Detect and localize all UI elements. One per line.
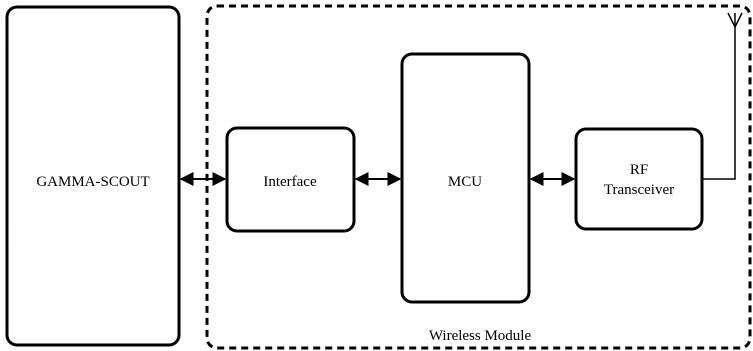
rf-label-line2: Transceiver — [604, 182, 674, 198]
mcu-block: MCU — [400, 52, 531, 304]
gamma-scout-block: GAMMA-SCOUT — [5, 5, 181, 347]
rf-label-line1: RF — [630, 162, 648, 178]
antenna-icon — [702, 12, 743, 180]
interface-block: Interface — [225, 126, 356, 233]
mcu-label: MCU — [448, 174, 482, 190]
wireless-module-label: Wireless Module — [429, 328, 532, 344]
gamma-scout-label: GAMMA-SCOUT — [36, 174, 149, 190]
rf-transceiver-block: RF Transceiver — [574, 127, 704, 231]
interface-label: Interface — [263, 174, 317, 190]
